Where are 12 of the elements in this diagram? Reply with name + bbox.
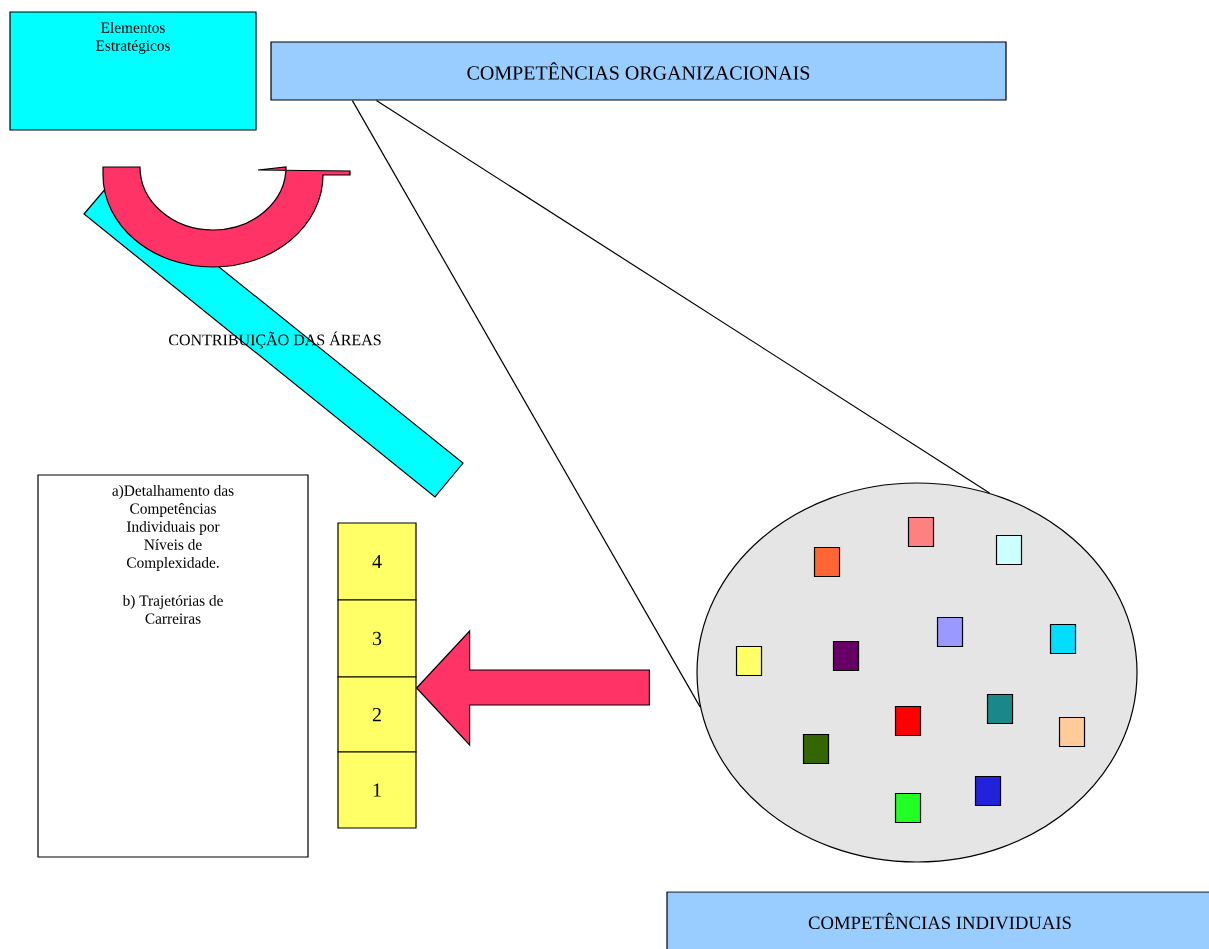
curved-arrow [102, 166, 351, 268]
ellipse [696, 482, 1138, 863]
level-box: 4 [337, 522, 417, 601]
strategy-box: Elementos Estratégicos [9, 11, 257, 131]
title-box: COMPETÊNCIAS INDIVIDUAIS [666, 891, 1209, 949]
level-box: 1 [337, 751, 417, 829]
text-box: a)Detalhamento das Competências Individuais por Níveis de Complexidade. b) Trajetórias de Carreiras [37, 474, 309, 858]
connector-line [375, 100, 991, 494]
connector-line [351, 100, 701, 708]
level-box: 3 [337, 599, 417, 678]
title-box: COMPETÊNCIAS ORGANIZACIONAIS [270, 41, 1007, 101]
level-box: 2 [337, 676, 417, 753]
